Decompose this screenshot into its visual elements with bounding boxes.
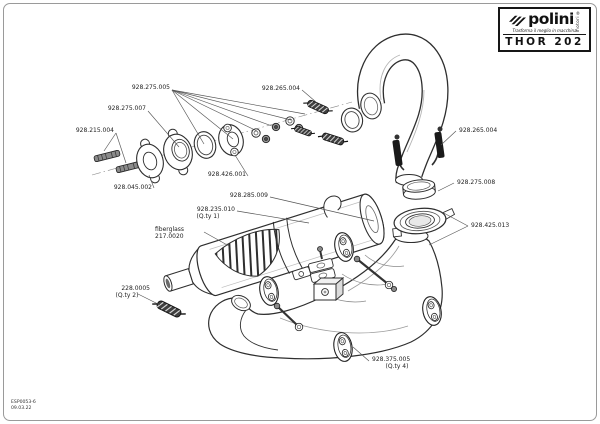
header-pipe [357,33,449,186]
manifold-studs [93,149,143,174]
model-name: THOR 202 [505,36,584,48]
part-label-265004-top: 928.265.004 [261,85,300,92]
document-date: 09.03.22 [11,405,32,411]
exhaust-flange-gasket [136,138,164,184]
pipe-collar-ring [340,107,364,133]
mount-bolts [273,246,397,332]
logo-divider [503,34,586,35]
brand-box: polini ® motori Trasforma il meglio in m… [498,7,591,52]
part-label-045002: 928.045.002 [113,184,152,191]
brand-tagline: Trasforma il meglio in macchina [512,28,577,33]
part-label-425013: 928.425.013 [471,222,510,229]
part-label-275008: 928.275.008 [457,179,496,186]
part-label-235010: 928.235.010(Q.ty 1) [196,206,235,220]
part-label-228005: 228.0005(Q.ty 2) [115,285,150,299]
part-label-215004: 928.215.004 [75,127,114,134]
silencer-hook [323,195,342,218]
gasket-ring [402,179,436,200]
registered-mark: ® [575,11,580,16]
document-code: ESP0053-6 [11,400,36,405]
part-label-275005: 928.275.005 [131,84,170,91]
part-label-375005: 928.375.005(Q.ty 4) [372,356,411,370]
support-bracket [308,258,345,301]
leader-lines [103,89,469,362]
chamber-inlet-flange [392,207,456,238]
silencer [163,193,385,297]
chamber-mouth-opening [231,294,251,312]
part-label-275007: 928.275.007 [107,105,146,112]
part-label-426001: 928.426.001 [207,171,246,178]
part-label-285009: 928.285.009 [229,192,268,199]
seal-ring [193,131,217,159]
brand-name: polini [528,10,574,28]
drawing-code: ESP0053-6 09.03.22 [11,400,36,411]
polini-arrow-icon [509,15,527,26]
spring-bracket [218,123,244,157]
exhaust-clamp [392,126,445,171]
silencer-strap [272,217,311,281]
part-label-265004-right: 928.265.004 [459,127,498,134]
brand-subname: motori [574,16,580,33]
exhaust-flange [163,128,193,176]
page-border [3,3,597,421]
